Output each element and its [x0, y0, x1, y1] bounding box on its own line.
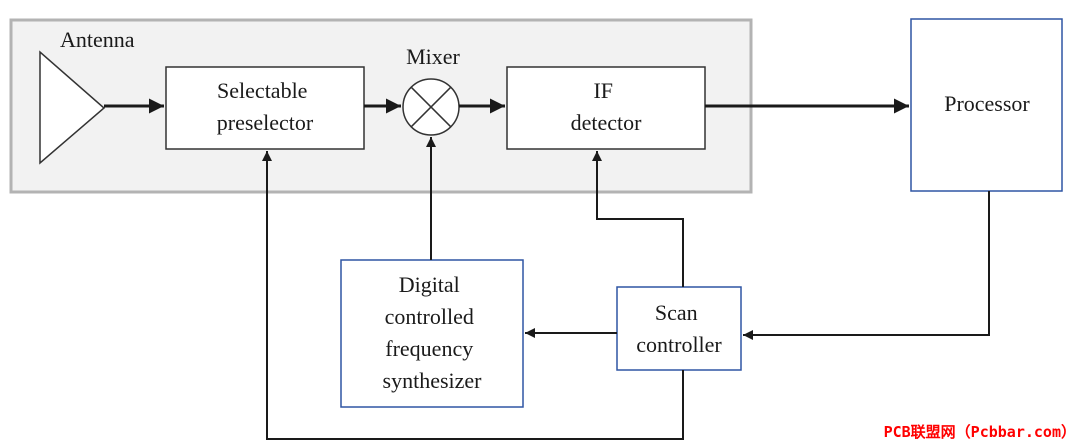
- watermark-text: PCB联盟网（Pcbbar.com）: [884, 423, 1076, 441]
- if-detector-block: [506, 66, 706, 150]
- antenna-label: Antenna: [60, 27, 135, 52]
- if-detector-label: IF detector: [571, 78, 643, 135]
- scan-controller-block: [616, 286, 742, 371]
- preselector-block: [165, 66, 365, 150]
- mixer-label: Mixer: [406, 44, 460, 69]
- scan-controller-to-preselector-arrow: [262, 151, 684, 440]
- processor-block: [910, 18, 1063, 192]
- scan-controller-to-detector-arrow: [592, 151, 684, 287]
- processor-to-scan-controller-arrow: [743, 191, 990, 340]
- synthesizer-label: Digital controlled frequency synthesizer: [383, 272, 483, 393]
- antenna-icon: [39, 50, 106, 165]
- preselector-label: Selectable preselector: [217, 78, 314, 135]
- scan-controller-label: Scan controller: [636, 300, 722, 357]
- processor-label: Processor: [944, 91, 1030, 116]
